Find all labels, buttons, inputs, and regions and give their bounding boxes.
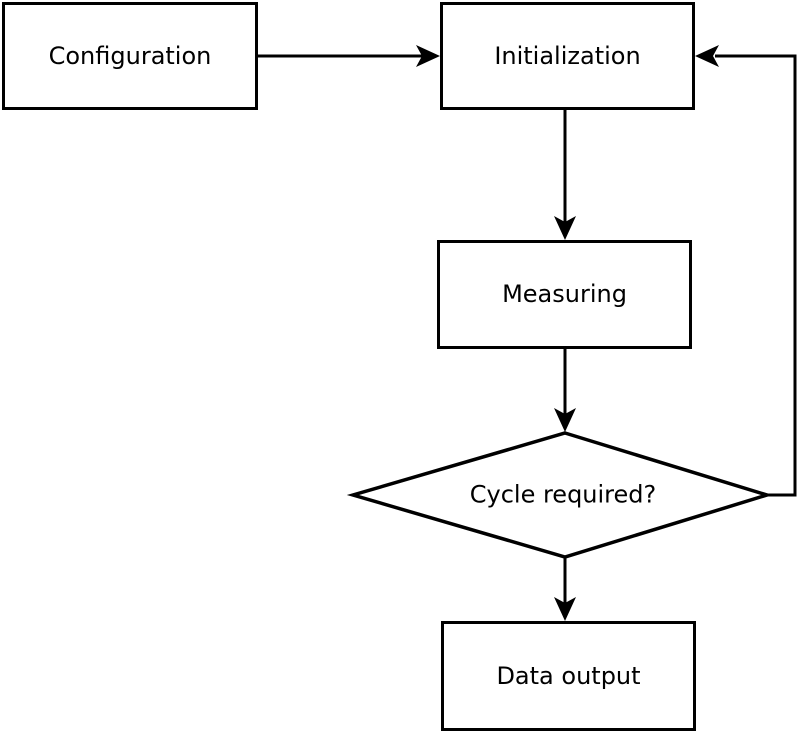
node-measuring: Measuring: [437, 240, 692, 349]
node-cycle-required-label: Cycle required?: [469, 480, 657, 509]
arrowhead-down-icon: [554, 408, 576, 432]
node-configuration-label: Configuration: [48, 41, 212, 70]
node-measuring-label: Measuring: [502, 280, 627, 309]
arrowhead-down-icon: [554, 597, 576, 621]
node-initialization-label: Initialization: [494, 41, 641, 70]
arrowhead-right-icon: [416, 45, 440, 67]
edge-decision-initialization-loop: [715, 54, 797, 497]
node-initialization: Initialization: [440, 2, 695, 110]
node-configuration: Configuration: [2, 2, 258, 110]
node-data-output: Data output: [441, 621, 696, 731]
arrowhead-left-icon: [695, 45, 719, 67]
arrowhead-down-icon: [554, 216, 576, 240]
node-data-output-label: Data output: [496, 661, 641, 690]
